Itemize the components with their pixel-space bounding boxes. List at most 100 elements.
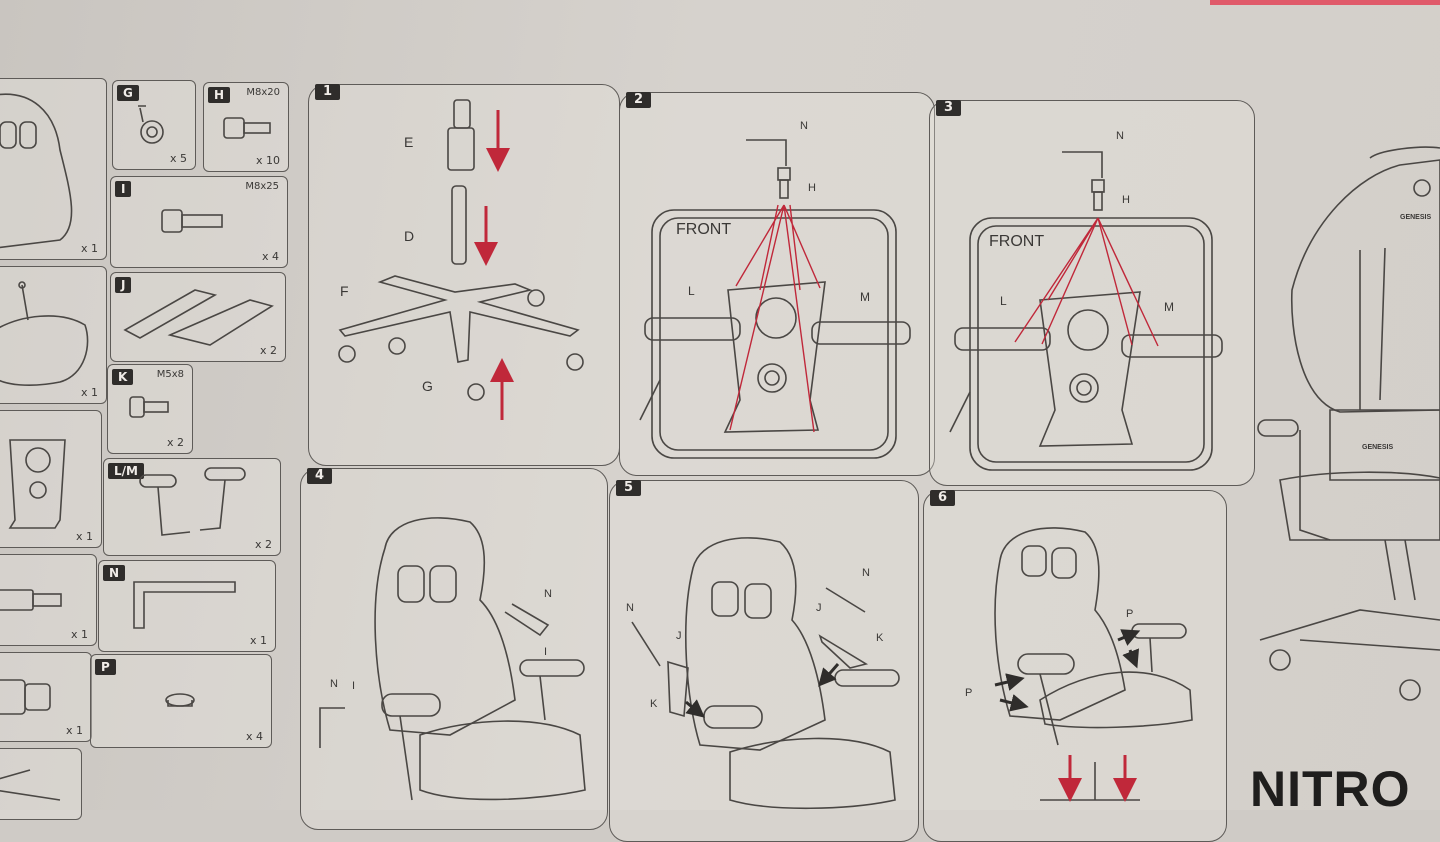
- step3-allen-key: [1062, 151, 1103, 178]
- label-d: D: [404, 228, 415, 244]
- part-box-seatback: x 1: [0, 78, 107, 260]
- label-i: I: [544, 646, 548, 658]
- step6-chair: [994, 527, 1193, 801]
- label-n: N: [800, 120, 808, 132]
- genesis-logo-text: GENESIS: [1362, 444, 1394, 451]
- label-h: H: [808, 182, 816, 194]
- part-qty: x 10: [255, 154, 280, 167]
- step-number: 1: [315, 84, 341, 100]
- part-box-J: J x 2: [110, 272, 286, 362]
- part-box-I: I M8x25 x 4: [110, 176, 288, 268]
- label-h: H: [1122, 194, 1130, 206]
- part-qty: x 1: [75, 530, 93, 543]
- part-box-LM: L/M x 2: [103, 458, 281, 556]
- part-tag: L/M: [108, 463, 144, 479]
- part-qty: x 1: [80, 386, 98, 399]
- step1-base-f: [338, 275, 584, 401]
- label-n2: N: [626, 602, 634, 614]
- armrest-lm-icon: [139, 467, 246, 536]
- part-qty: x 1: [65, 724, 83, 737]
- bolt-h-icon: [223, 117, 271, 139]
- part-box-mechanism: x 1: [0, 410, 102, 548]
- assembly-drawings: [0, 93, 1440, 810]
- label-i2: I: [352, 680, 356, 692]
- step1-gaslift-e: [447, 99, 475, 171]
- bolt-i-icon: [161, 209, 223, 233]
- step5-chair: [631, 537, 900, 810]
- part-tag: H: [208, 87, 231, 103]
- step3-seat-frame: [969, 217, 1213, 471]
- product-chair: [1257, 146, 1440, 701]
- step-number: 3: [936, 100, 962, 116]
- step2-allen-key: [746, 139, 787, 166]
- screw-k-icon: [129, 396, 169, 418]
- part-tag: I: [115, 181, 132, 197]
- part-box-gaslift: x 1: [0, 554, 97, 646]
- cover-sketch: [0, 679, 51, 715]
- label-l: L: [1000, 294, 1007, 308]
- step3-plates: [949, 327, 1223, 433]
- label-k: K: [876, 632, 884, 644]
- part-box-G: G x 5: [112, 80, 196, 170]
- part-tag: G: [117, 85, 139, 101]
- step-number: 6: [930, 490, 956, 506]
- label-l: L: [688, 284, 695, 298]
- part-qty: x 1: [70, 628, 88, 641]
- label-g: G: [422, 378, 433, 394]
- step-number: 2: [626, 92, 652, 108]
- part-box-P: P x 4: [90, 654, 272, 748]
- label-j2: J: [676, 630, 682, 642]
- step1-cover-d: [451, 185, 467, 265]
- part-size: M8x20: [246, 87, 280, 98]
- caster-icon: [138, 105, 164, 144]
- step2-plates: [639, 317, 911, 421]
- part-qty: x 2: [254, 538, 272, 551]
- front-label: FRONT: [676, 221, 732, 238]
- step-number: 5: [616, 480, 642, 496]
- part-box-H: H M8x20 x 10: [203, 82, 289, 172]
- step-1-panel: 1: [308, 84, 620, 466]
- label-p: P: [1126, 608, 1134, 620]
- gaslift-sketch: [0, 589, 62, 611]
- part-box-K: K M5x8 x 2: [107, 364, 193, 454]
- step2-bolt: [777, 167, 791, 199]
- install-arrows: [474, 110, 1137, 802]
- label-e: E: [404, 134, 414, 150]
- step-5-panel: 5: [609, 480, 919, 842]
- base-sketch: [0, 769, 61, 801]
- part-box-cover: x 1: [0, 652, 92, 742]
- step-4-panel: 4: [300, 468, 608, 830]
- part-box-N: N x 1: [98, 560, 276, 652]
- part-box-base: [0, 748, 82, 820]
- step2-bolt-lines: [729, 204, 821, 433]
- part-qty: x 4: [245, 730, 263, 743]
- part-tag: K: [112, 369, 134, 385]
- part-size: M8x25: [245, 181, 279, 192]
- label-p2: P: [965, 687, 973, 699]
- part-qty: x 2: [166, 436, 184, 449]
- part-tag: P: [95, 659, 116, 675]
- step3-mechanism: [1038, 291, 1141, 447]
- genesis-logo-text: GENESIS: [1400, 214, 1432, 221]
- part-qty: x 1: [249, 634, 267, 647]
- step-number: 4: [307, 468, 333, 484]
- seatback-sketch: [0, 93, 73, 249]
- cap-p-icon: [165, 693, 195, 707]
- step3-bolt-lines: [1014, 217, 1159, 347]
- label-n2: N: [330, 678, 338, 690]
- mechanism-sketch: [8, 439, 66, 529]
- product-name: NITRO: [1250, 761, 1411, 817]
- part-qty: x 1: [80, 242, 98, 255]
- part-tag: N: [103, 565, 126, 581]
- label-m: M: [1164, 300, 1174, 314]
- label-m: M: [860, 290, 870, 304]
- step4-chair: [319, 517, 586, 801]
- label-n: N: [862, 567, 870, 579]
- part-box-seat: x 1: [0, 266, 107, 404]
- part-size: M5x8: [156, 369, 184, 380]
- label-n: N: [544, 588, 552, 600]
- step-2-panel: 2: [619, 92, 935, 476]
- label-n: N: [1116, 130, 1124, 142]
- part-qty: x 2: [259, 344, 277, 357]
